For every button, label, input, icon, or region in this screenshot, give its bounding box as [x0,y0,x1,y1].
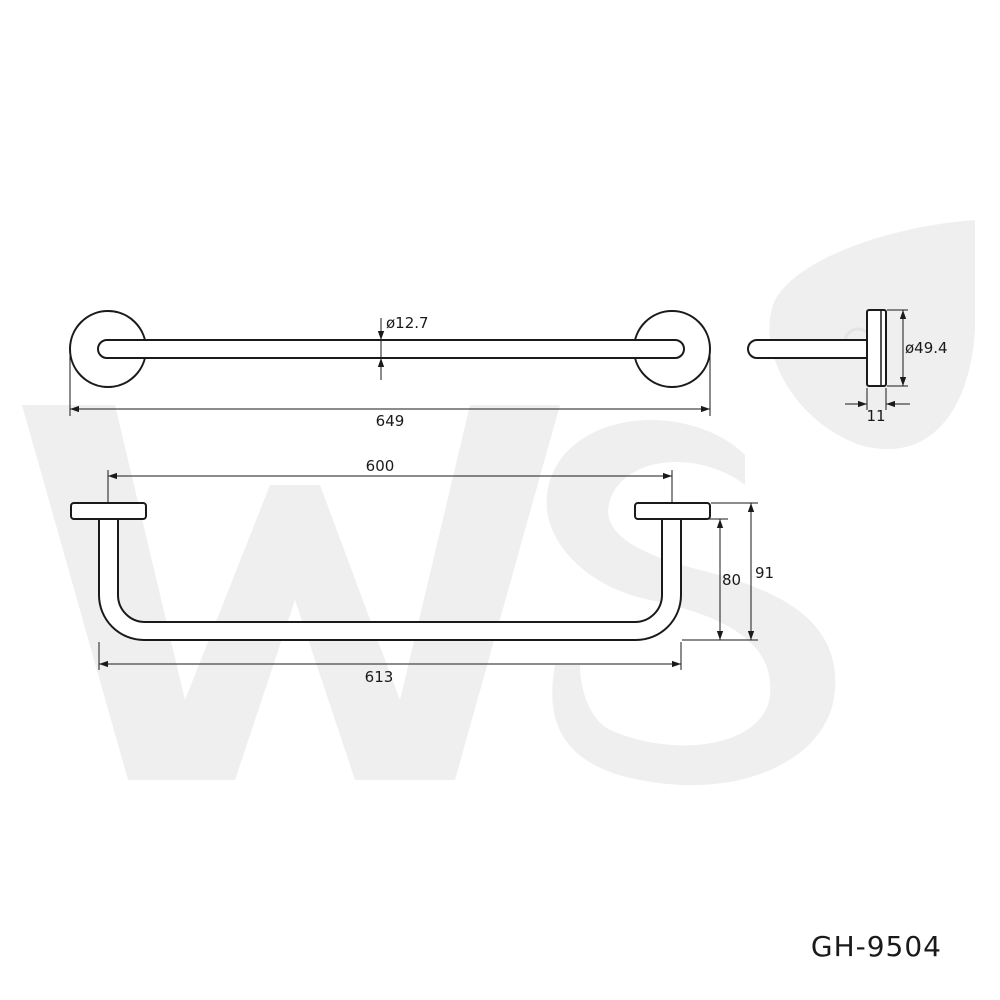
watermark-logo [22,220,975,786]
projection-to-bar-label: 80 [722,571,741,589]
top-view-bar [97,339,685,359]
front-view-right-flange [634,502,711,520]
model-code: GH-9504 [810,930,942,963]
side-view-bar [747,339,868,359]
flange-diameter-label: ø49.4 [905,339,948,357]
center-distance-label: 600 [366,457,395,475]
flange-thickness-label: 11 [866,407,885,425]
side-view-flange [866,309,887,387]
outer-span-label: 613 [365,668,394,686]
front-view-left-flange [70,502,147,520]
overall-length-label: 649 [376,412,405,430]
top-view: ø12.7 649 [69,310,711,430]
front-view-bar [98,518,682,641]
side-view: ø49.4 11 [747,309,948,425]
overall-projection-label: 91 [755,564,774,582]
front-view: 600 80 91 613 [70,457,774,686]
bar-diameter-label: ø12.7 [386,314,429,332]
